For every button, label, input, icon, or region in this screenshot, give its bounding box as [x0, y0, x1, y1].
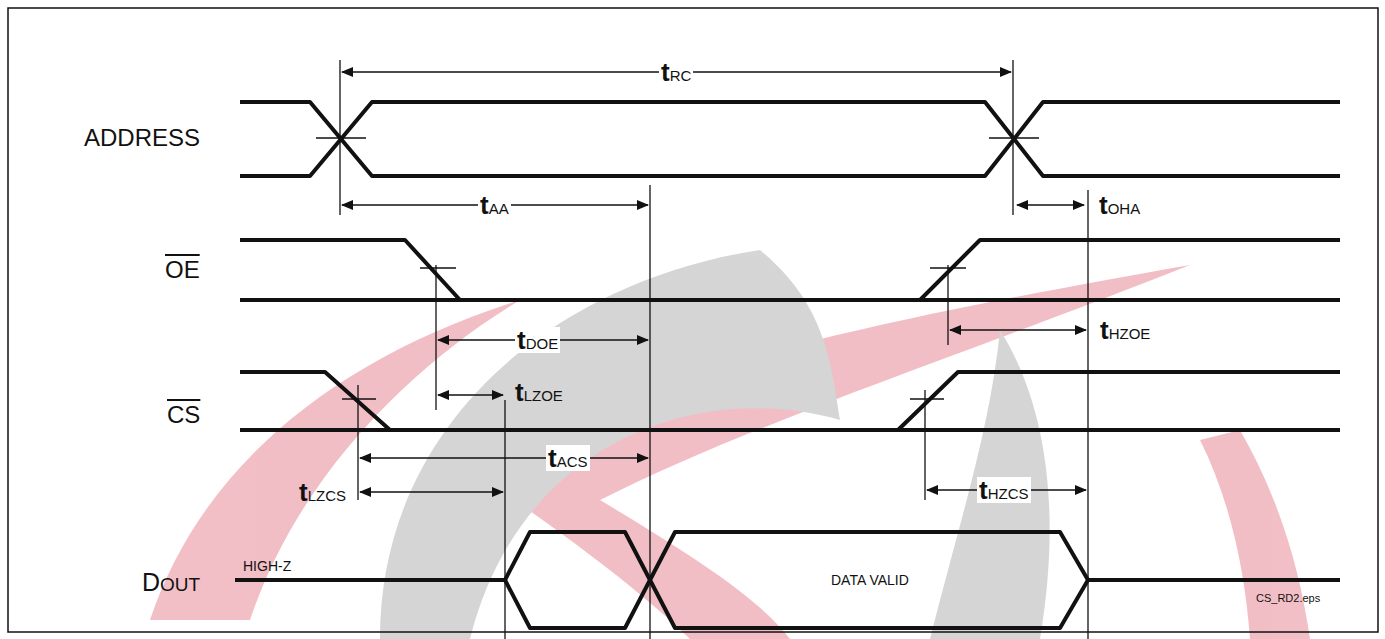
- signal-name: CS: [167, 403, 200, 427]
- timing-parameter: tACS: [546, 445, 590, 471]
- timing-parameter: tLZCS: [297, 479, 348, 505]
- file-name: CS_RD2.eps: [1256, 593, 1320, 604]
- timing-parameter: tHZOE: [1098, 317, 1152, 343]
- signal-name: OE: [165, 258, 200, 282]
- signal-name: ADDRESS: [84, 126, 200, 150]
- timing-parameter: tDOE: [515, 327, 560, 353]
- state-label: DATA VALID: [831, 573, 909, 587]
- timing-parameter: tLZOE: [513, 379, 565, 405]
- signal-name: DOUT: [142, 570, 200, 595]
- timing-parameter: tAA: [478, 192, 511, 218]
- timing-parameter: tOHA: [1097, 192, 1142, 218]
- timing-parameter: tRC: [659, 59, 693, 85]
- timing-parameter: tHZCS: [977, 477, 1031, 503]
- state-label: HIGH-Z: [243, 559, 291, 573]
